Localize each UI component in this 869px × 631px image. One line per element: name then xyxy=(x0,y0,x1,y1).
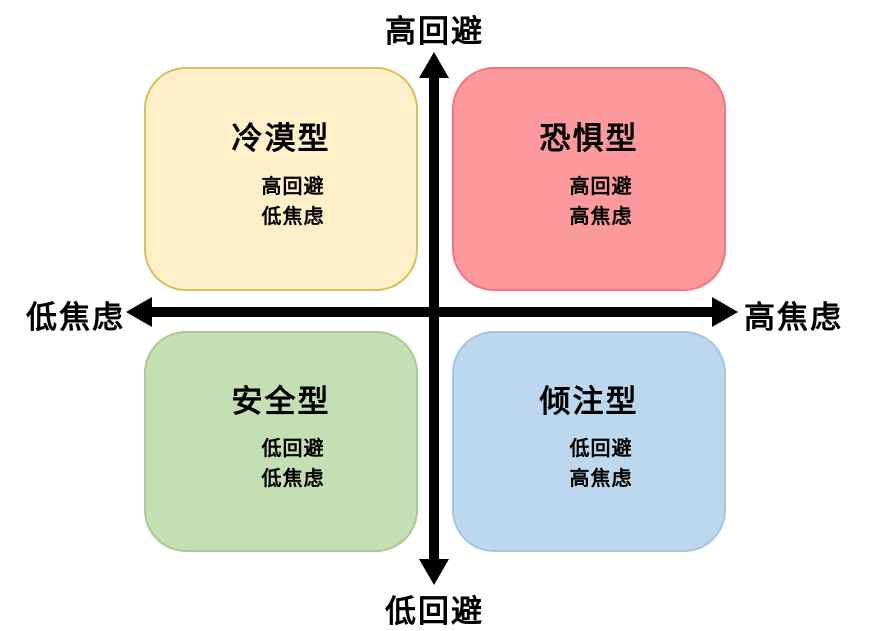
quadrant-trait-line: 高回避 xyxy=(261,175,325,198)
quadrant-traits: 高回避 高焦虑 xyxy=(570,167,633,237)
axis-label-top: 高回避 xyxy=(385,14,484,49)
quadrant-trait-line: 低回避 xyxy=(261,438,325,461)
quadrant-title: 安全型 xyxy=(231,383,331,419)
quadrant-traits: 高回避 低焦虑 xyxy=(262,167,325,237)
axis-label-bottom: 低回避 xyxy=(385,594,484,629)
horizontal-axis-line xyxy=(150,307,714,317)
axis-label-right: 高焦虑 xyxy=(744,300,843,335)
quadrant-trait-line: 低回避 xyxy=(569,438,633,461)
vertical-axis-line xyxy=(429,74,439,562)
quadrant-trait-line: 低焦虑 xyxy=(261,205,325,228)
quadrant-trait-line: 低焦虑 xyxy=(261,468,325,491)
quadrant-dismissive: 冷漠型 高回避 低焦虑 xyxy=(144,67,418,291)
arrow-up-icon xyxy=(419,52,449,78)
quadrant-title: 冷漠型 xyxy=(231,121,331,157)
quadrant-title: 倾注型 xyxy=(539,383,639,419)
axis-label-left: 低焦虑 xyxy=(26,300,125,335)
quadrant-trait-line: 高焦虑 xyxy=(569,468,633,491)
quadrant-traits: 低回避 低焦虑 xyxy=(262,429,325,499)
arrow-right-icon xyxy=(712,297,738,327)
quadrant-traits: 低回避 高焦虑 xyxy=(570,429,633,499)
arrow-down-icon xyxy=(419,559,449,585)
quadrant-trait-line: 高回避 xyxy=(569,175,633,198)
quadrant-fearful: 恐惧型 高回避 高焦虑 xyxy=(452,67,726,291)
quadrant-trait-line: 高焦虑 xyxy=(569,205,633,228)
quadrant-secure: 安全型 低回避 低焦虑 xyxy=(144,331,418,552)
quadrant-preoccupied: 倾注型 低回避 高焦虑 xyxy=(452,331,726,552)
arrow-left-icon xyxy=(126,297,152,327)
quadrant-title: 恐惧型 xyxy=(539,121,639,157)
